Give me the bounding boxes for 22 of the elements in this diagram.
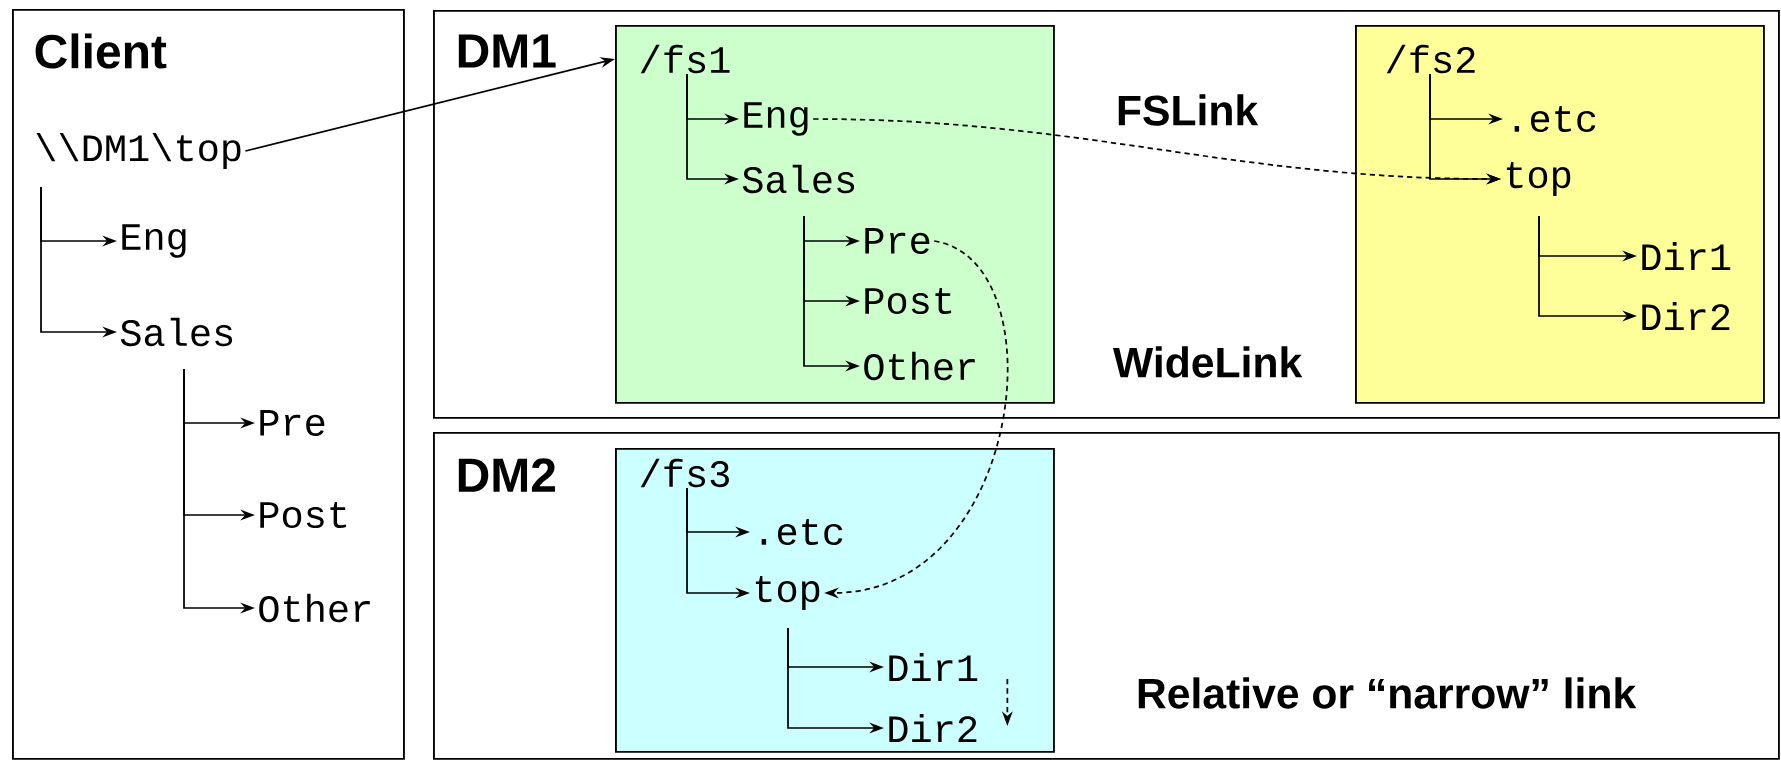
tree-item: Other: [864, 351, 975, 381]
tree-item: Post: [865, 287, 952, 315]
tree-item: Sales: [120, 317, 233, 347]
tree-item: Sales: [742, 164, 855, 194]
tree-item: Eng: [122, 224, 186, 258]
tree-item: Dir1: [889, 653, 978, 681]
tree-item: Eng: [744, 102, 808, 136]
edge-label: Relative or “narrow” link: [1133, 674, 1639, 712]
tree-item: Dir2: [889, 714, 977, 742]
tree-item: Pre: [865, 228, 930, 254]
tree-item: Pre: [260, 410, 325, 436]
tree-item: top: [755, 576, 820, 610]
tree-item: Dir2: [1642, 302, 1730, 330]
tree-item: Dir1: [1642, 242, 1731, 270]
tree-item: .etc: [1514, 105, 1596, 133]
tree-item: \\DM1\top: [36, 132, 241, 170]
edge-label: FSLink: [1113, 91, 1261, 129]
tree-item: .etc: [761, 518, 843, 546]
tree-item: Post: [260, 501, 347, 529]
tree-item: Other: [259, 593, 370, 623]
tree-item: top: [1506, 162, 1571, 196]
edge-label: WideLink: [1110, 343, 1305, 381]
